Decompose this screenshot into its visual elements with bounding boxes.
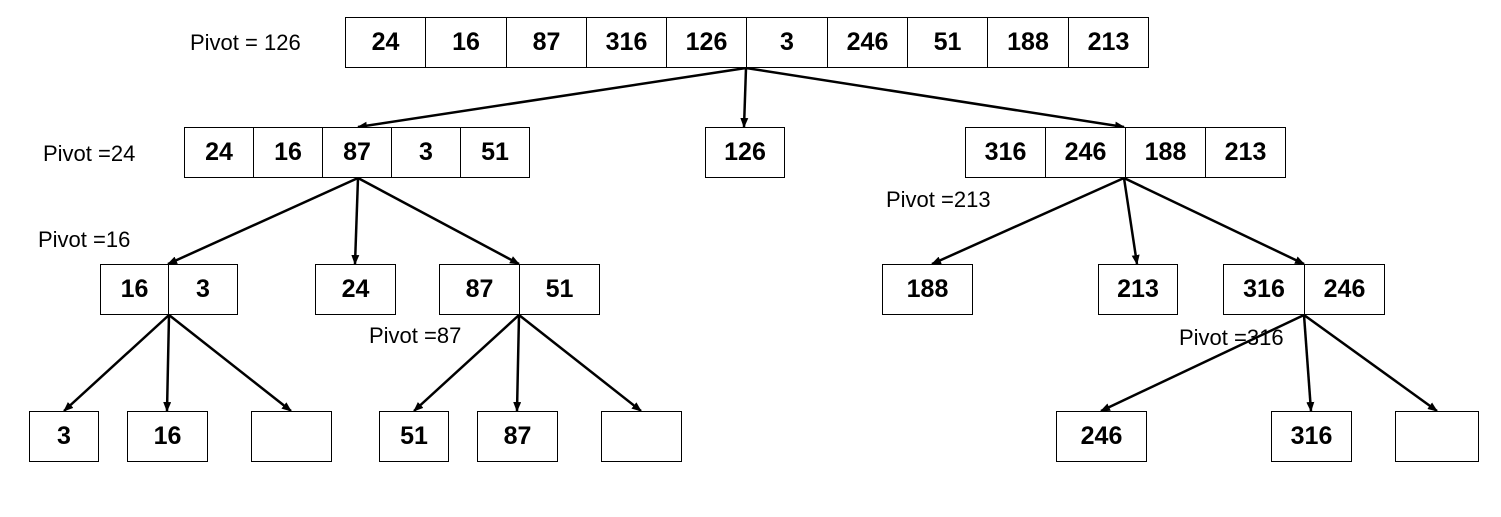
array-cell: 246: [1045, 127, 1126, 178]
pivot-label-right-right: Pivot =316: [1179, 325, 1284, 350]
array-cell: 3: [29, 411, 99, 462]
pivot-label-root: Pivot = 126: [190, 30, 301, 55]
array-cell: 87: [322, 127, 392, 178]
connector-arrow: [357, 66, 747, 130]
array-cell: 126: [705, 127, 785, 178]
array-cell: 87: [439, 264, 520, 315]
pivot-label-right: Pivot =213: [886, 187, 991, 212]
array-cell: 213: [1098, 264, 1178, 315]
connector-arrow: [1302, 314, 1315, 412]
array-cell: 246: [827, 17, 908, 68]
array-cell: 24: [184, 127, 254, 178]
pivot-label-left-left: Pivot =16: [38, 227, 131, 252]
connector-arrow: [513, 314, 522, 412]
array-cell: 126: [666, 17, 747, 68]
array-cell: 246: [1304, 264, 1385, 315]
pivot-label-left: Pivot =24: [43, 141, 136, 166]
array-cell-empty: [251, 411, 332, 462]
array-cell-empty: [601, 411, 682, 462]
connector-arrow: [518, 314, 642, 412]
connector-arrow: [1100, 313, 1305, 413]
array-cell: 188: [987, 17, 1069, 68]
connector-arrow: [1303, 313, 1438, 413]
array-cell: 51: [379, 411, 449, 462]
array-cell: 16: [253, 127, 323, 178]
connector-arrow: [63, 314, 170, 412]
array-cell: 188: [882, 264, 973, 315]
connector-arrow: [163, 314, 172, 412]
array-cell: 51: [460, 127, 530, 178]
array-cell: 3: [168, 264, 238, 315]
connector-arrow: [1122, 177, 1140, 265]
connector-arrow: [167, 176, 359, 266]
connector-arrow: [357, 176, 520, 266]
array-cell: 3: [746, 17, 828, 68]
array-cell: 3: [391, 127, 461, 178]
connector-arrow: [413, 314, 520, 412]
array-cell-empty: [1395, 411, 1479, 462]
pivot-label-left-right: Pivot =87: [369, 323, 462, 348]
array-cell: 246: [1056, 411, 1147, 462]
array-cell: 316: [965, 127, 1046, 178]
array-cell: 87: [506, 17, 587, 68]
array-cell: 213: [1068, 17, 1149, 68]
array-cell: 16: [425, 17, 507, 68]
array-cell: 24: [315, 264, 396, 315]
array-cell: 316: [1223, 264, 1305, 315]
connector-arrow: [745, 66, 1125, 130]
array-cell: 213: [1205, 127, 1286, 178]
array-cell: 16: [100, 264, 169, 315]
connector-arrow: [1123, 176, 1305, 266]
connector-arrow: [351, 177, 360, 265]
array-cell: 24: [345, 17, 426, 68]
connector-arrow: [168, 314, 292, 412]
connector-arrow: [931, 176, 1125, 266]
array-cell: 188: [1125, 127, 1206, 178]
array-cell: 51: [907, 17, 988, 68]
array-cell: 87: [477, 411, 558, 462]
connector-arrow: [740, 67, 749, 128]
array-cell: 316: [586, 17, 667, 68]
array-cell: 16: [127, 411, 208, 462]
array-cell: 316: [1271, 411, 1352, 462]
array-cell: 51: [519, 264, 600, 315]
